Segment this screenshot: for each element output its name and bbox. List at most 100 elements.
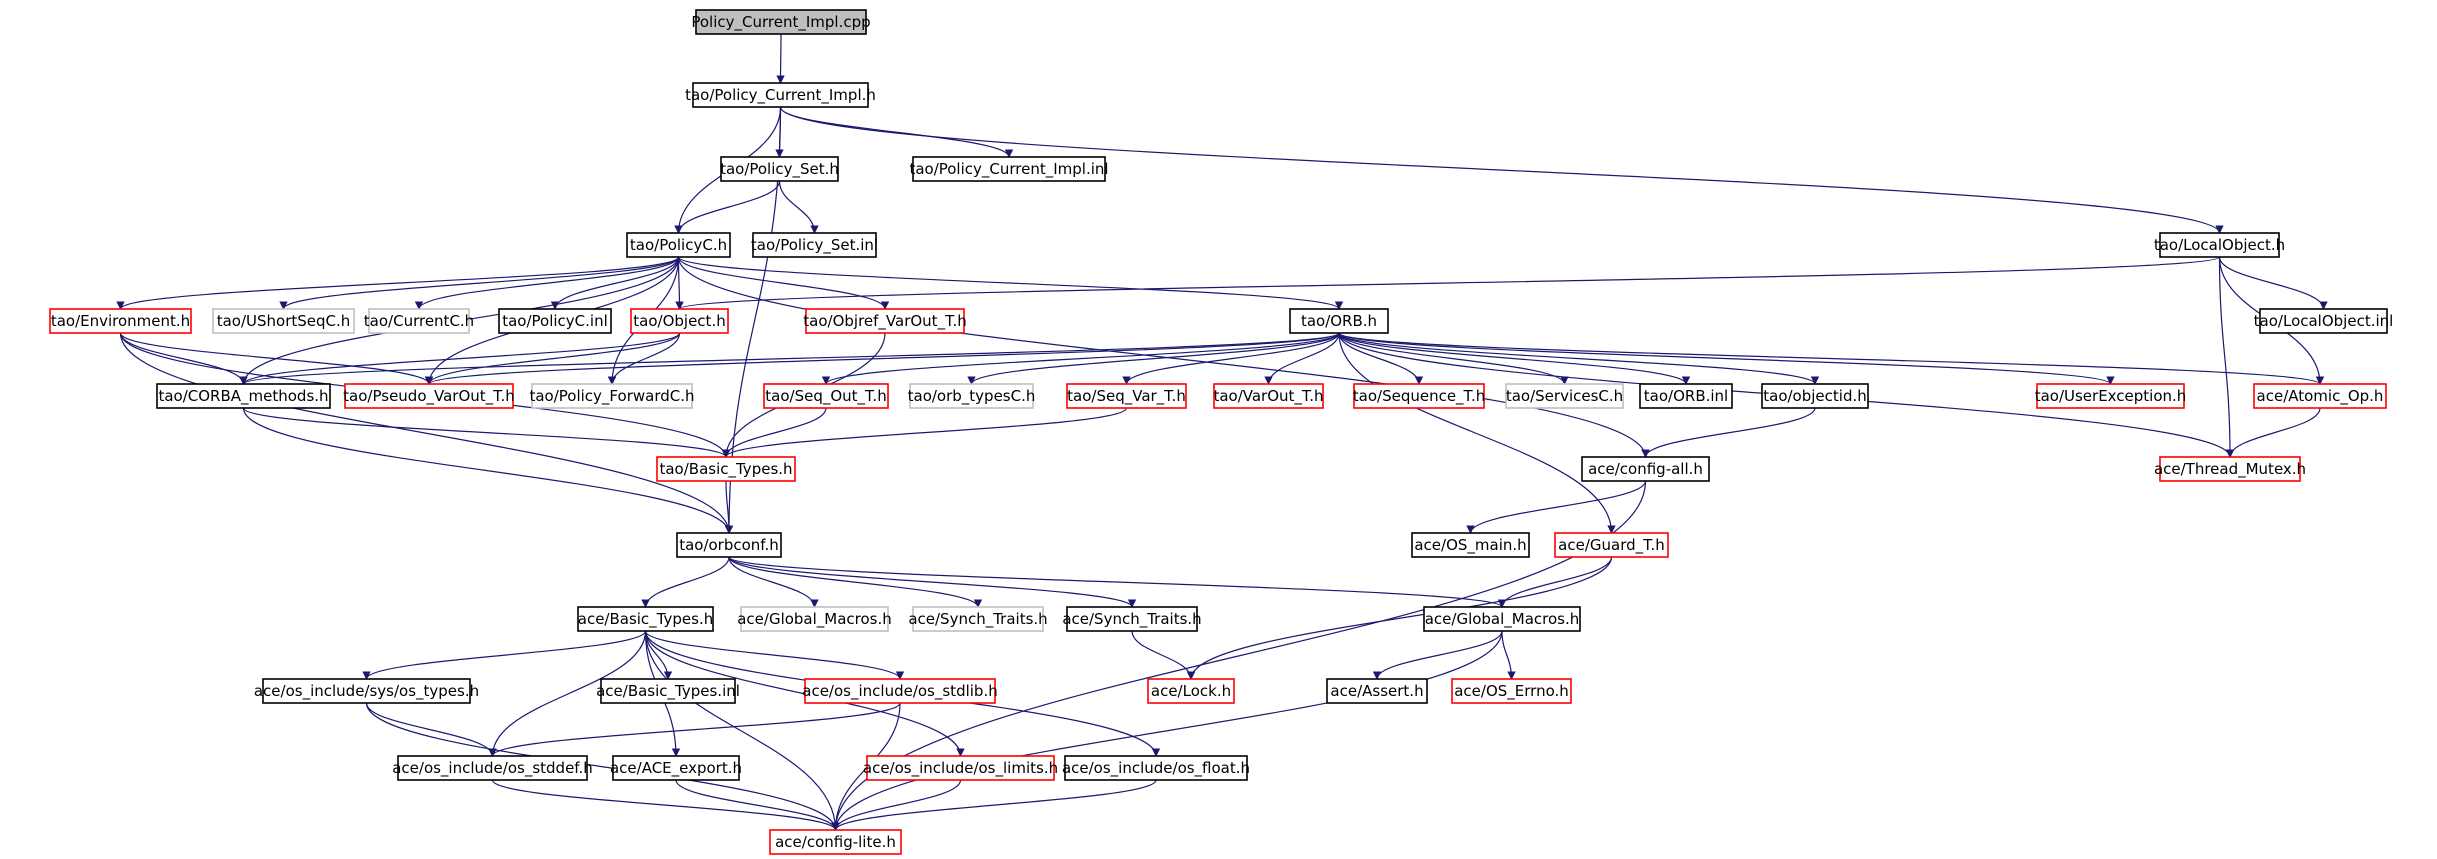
node-thread_mutex_h[interactable]: ace/Thread_Mutex.h bbox=[2154, 456, 2306, 482]
node-orb_inl[interactable]: tao/ORB.inl bbox=[1639, 383, 1733, 409]
dependency-edge-policy_set_h-to-policy_set_inl bbox=[778, 180, 819, 234]
node-label: tao/Policy_Current_Impl.inl bbox=[909, 160, 1108, 179]
node-atomic_op_h[interactable]: ace/Atomic_Op.h bbox=[2253, 383, 2387, 409]
node-global_macros_h[interactable]: ace/Global_Macros.h bbox=[1423, 606, 1581, 632]
dependency-edge-orb_h-to-sequence_h bbox=[1338, 332, 1424, 385]
node-os_float_h[interactable]: ace/os_include/os_float.h bbox=[1062, 755, 1250, 781]
node-box bbox=[626, 232, 731, 258]
dependency-edge-environment_h-to-pseudo_varout_h bbox=[119, 332, 434, 385]
dependency-edge-os_float_h-to-config_lite_h bbox=[831, 779, 1157, 831]
node-box bbox=[2159, 456, 2301, 482]
node-label: tao/ORB.inl bbox=[1644, 387, 1728, 405]
node-os_errno_h[interactable]: ace/OS_Errno.h bbox=[1451, 678, 1572, 704]
dependency-edge-ace_basic_types_h-to-os_types_h bbox=[362, 630, 647, 680]
nodes-layer: Policy_Current_Impl.cpp tao/Policy_Curren… bbox=[49, 9, 2394, 855]
node-label: tao/orbconf.h bbox=[679, 536, 779, 554]
node-box bbox=[262, 678, 471, 704]
node-environment_h[interactable]: tao/Environment.h bbox=[49, 308, 192, 334]
node-corba_methods_h[interactable]: tao/CORBA_methods.h bbox=[156, 383, 331, 409]
node-objectid_h[interactable]: tao/objectid.h bbox=[1761, 383, 1869, 409]
node-pseudo_varout_h[interactable]: tao/Pseudo_VarOut_T.h bbox=[343, 383, 515, 409]
dependency-edge-global_macros_h-to-os_errno_h bbox=[1501, 630, 1516, 680]
node-box bbox=[656, 456, 796, 482]
node-os_stdlib_h[interactable]: ace/os_include/os_stdlib.h bbox=[802, 678, 998, 704]
node-basic_types_inl[interactable]: ace/Basic_Types.inl bbox=[596, 678, 740, 704]
node-box bbox=[1066, 606, 1198, 632]
node-localobject_inl[interactable]: tao/LocalObject.inl bbox=[2254, 308, 2394, 334]
node-sequence_h[interactable]: tao/Sequence_T.h bbox=[1353, 383, 1485, 409]
node-varout_h[interactable]: tao/VarOut_T.h bbox=[1213, 383, 1324, 409]
node-box bbox=[1411, 532, 1530, 558]
node-os_main_h[interactable]: ace/OS_main.h bbox=[1411, 532, 1530, 558]
dependency-edge-environment_h-to-corba_methods_h bbox=[119, 332, 248, 385]
node-label: tao/Pseudo_VarOut_T.h bbox=[343, 387, 515, 406]
node-label: tao/Policy_Current_Impl.h bbox=[685, 86, 876, 105]
dependency-edge-orb_h-to-corba_methods_h bbox=[239, 332, 1340, 385]
node-label: tao/LocalObject.inl bbox=[2254, 312, 2394, 330]
node-ushortseqc_h[interactable]: tao/UShortSeqC.h bbox=[212, 308, 355, 334]
node-policy_forwardc_h[interactable]: tao/Policy_ForwardC.h bbox=[529, 383, 695, 409]
node-policy_set_h[interactable]: tao/Policy_Set.h bbox=[720, 156, 839, 182]
node-label: tao/objectid.h bbox=[1763, 387, 1867, 405]
node-pci_h[interactable]: tao/Policy_Current_Impl.h bbox=[685, 82, 876, 108]
node-label: ace/OS_Errno.h bbox=[1454, 682, 1569, 701]
node-guard_h[interactable]: ace/Guard_T.h bbox=[1554, 532, 1669, 558]
node-servicesc_h[interactable]: tao/ServicesC.h bbox=[1505, 383, 1624, 409]
node-label: ace/Assert.h bbox=[1330, 682, 1423, 700]
node-userexception_h[interactable]: tao/UserException.h bbox=[2035, 383, 2187, 409]
node-label: ace/os_include/os_limits.h bbox=[863, 759, 1058, 778]
node-ace_export_h[interactable]: ace/ACE_export.h bbox=[610, 755, 742, 781]
dependency-edge-orb_h-to-pseudo_varout_h bbox=[425, 332, 1340, 385]
node-pci_inl[interactable]: tao/Policy_Current_Impl.inl bbox=[909, 156, 1109, 182]
node-os_types_h[interactable]: ace/os_include/sys/os_types.h bbox=[254, 678, 479, 704]
node-ace_basic_types_h[interactable]: ace/Basic_Types.h bbox=[577, 606, 714, 632]
node-root[interactable]: Policy_Current_Impl.cpp bbox=[691, 9, 871, 35]
node-box bbox=[752, 232, 877, 258]
node-policyc_h[interactable]: tao/PolicyC.h bbox=[626, 232, 731, 258]
node-label: tao/UserException.h bbox=[2035, 387, 2187, 405]
node-box bbox=[912, 156, 1106, 182]
node-box bbox=[1554, 532, 1669, 558]
node-objref_varout_h[interactable]: tao/Objref_VarOut_T.h bbox=[803, 308, 967, 334]
node-os_limits_h[interactable]: ace/os_include/os_limits.h bbox=[863, 755, 1058, 781]
node-seq_var_h[interactable]: tao/Seq_Var_T.h bbox=[1066, 383, 1187, 409]
node-synch_traits_h[interactable]: ace/Synch_Traits.h bbox=[1062, 606, 1202, 632]
node-orb_h[interactable]: tao/ORB.h bbox=[1289, 308, 1389, 334]
dependency-edge-orb_h-to-seq_out_h bbox=[821, 332, 1340, 385]
node-label: ace/ACE_export.h bbox=[610, 759, 742, 778]
node-orb_typesc_h[interactable]: tao/orb_typesC.h bbox=[908, 383, 1036, 409]
node-lock_h[interactable]: ace/Lock.h bbox=[1147, 678, 1235, 704]
node-label: ace/config-all.h bbox=[1588, 460, 1703, 478]
node-policy_set_inl[interactable]: tao/Policy_Set.inl bbox=[751, 232, 878, 258]
node-box bbox=[2036, 383, 2185, 409]
dependency-edge-orb_h-to-userexception_h bbox=[1338, 332, 2115, 385]
node-os_stddef_h[interactable]: ace/os_include/os_stddef.h bbox=[392, 755, 593, 781]
node-assert_h[interactable]: ace/Assert.h bbox=[1326, 678, 1428, 704]
node-label: tao/Seq_Var_T.h bbox=[1067, 387, 1186, 406]
node-box bbox=[1213, 383, 1324, 409]
node-box bbox=[368, 308, 470, 334]
dependency-edge-localobject_h-to-localobject_inl bbox=[2218, 256, 2328, 310]
node-label: tao/Environment.h bbox=[51, 312, 190, 330]
node-label: ace/Global_Macros.h bbox=[1425, 610, 1580, 629]
node-config_lite_h[interactable]: ace/config-lite.h bbox=[769, 829, 902, 855]
node-label: tao/Basic_Types.h bbox=[659, 460, 792, 479]
node-synch_traits_ext[interactable]: ace/Synch_Traits.h bbox=[908, 606, 1048, 632]
dependency-edge-ace_basic_types_h-to-os_stdlib_h bbox=[644, 630, 905, 680]
node-label: ace/config-lite.h bbox=[775, 833, 896, 851]
dependency-edge-orbconf_h-to-synch_traits_h bbox=[728, 556, 1137, 608]
dependency-edge-orb_h-to-orb_inl bbox=[1338, 332, 1691, 385]
node-global_macros_ext[interactable]: ace/Global_Macros.h bbox=[737, 606, 892, 632]
dependency-edge-tao_basic_types_h-to-orbconf_h bbox=[724, 480, 734, 534]
node-object_h[interactable]: tao/Object.h bbox=[630, 308, 729, 334]
node-policyc_inl[interactable]: tao/PolicyC.inl bbox=[498, 308, 612, 334]
node-currentc_h[interactable]: tao/CurrentC.h bbox=[364, 308, 474, 334]
dependency-edge-ace_basic_types_h-to-os_limits_h bbox=[644, 630, 965, 757]
node-config_all_h[interactable]: ace/config-all.h bbox=[1581, 456, 1710, 482]
node-orbconf_h[interactable]: tao/orbconf.h bbox=[676, 532, 782, 558]
node-box bbox=[740, 606, 889, 632]
node-localobject_h[interactable]: tao/LocalObject.h bbox=[2154, 232, 2285, 258]
dependency-edge-pci_h-to-pci_inl bbox=[779, 106, 1014, 158]
node-seq_out_h[interactable]: tao/Seq_Out_T.h bbox=[763, 383, 889, 409]
node-tao_basic_types_h[interactable]: tao/Basic_Types.h bbox=[656, 456, 796, 482]
